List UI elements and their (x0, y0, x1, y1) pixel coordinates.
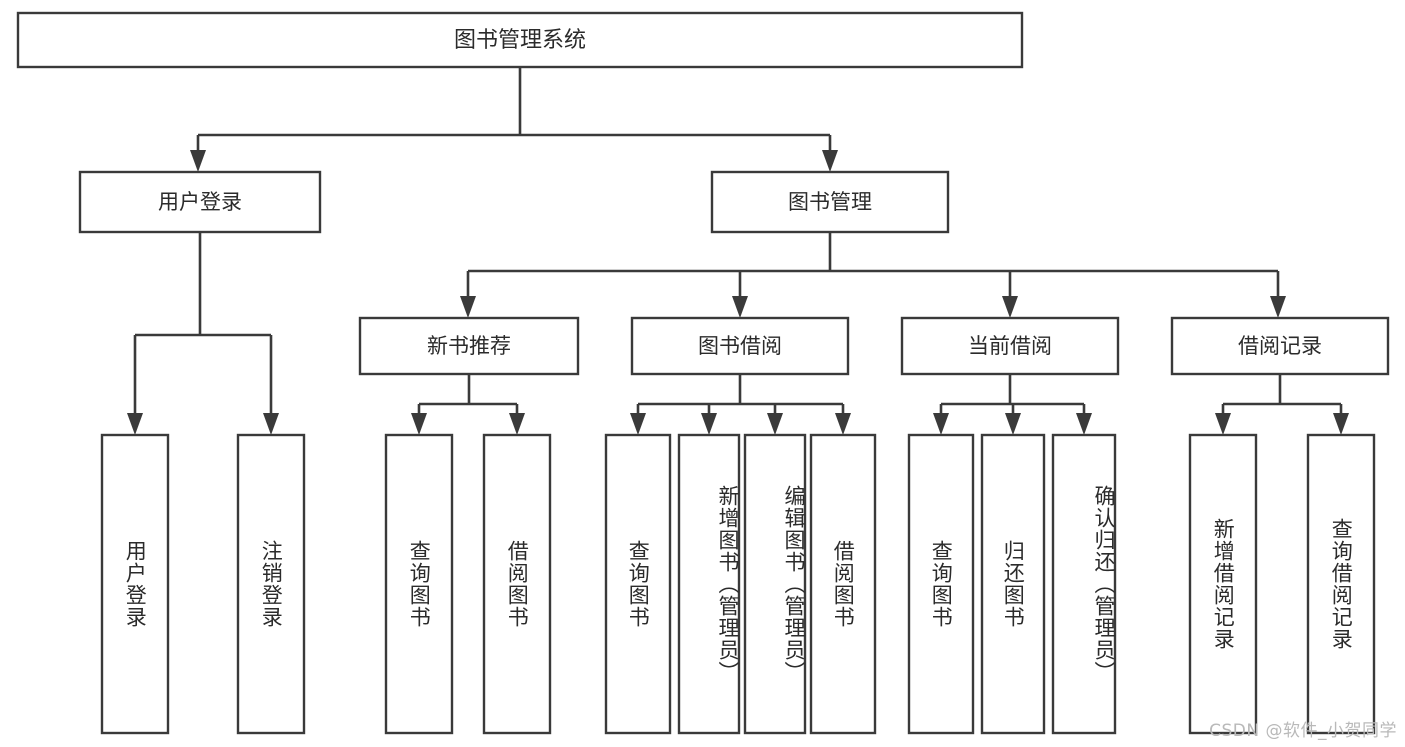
node-current-borrow-box[interactable] (900, 316, 1120, 376)
leaf-box-group (100, 433, 1376, 735)
arrowhead-leaf-query-book-1 (411, 413, 427, 435)
arrowhead-leaf-user-login (127, 413, 143, 435)
leaf-box-query-book-1[interactable] (384, 433, 454, 735)
node-user-login[interactable]: 用户登录 (78, 170, 322, 234)
leaf-box-borrow-book-1[interactable] (482, 433, 552, 735)
node-new-book-recommend[interactable]: 新书推荐 (358, 316, 580, 376)
leaf-box-query-book-2[interactable] (604, 433, 672, 735)
arrowhead-leaf-add-book (701, 413, 717, 435)
node-book-management-label: 图书管理 (788, 190, 872, 214)
leaf-box-borrow-book-2[interactable] (809, 433, 877, 735)
node-borrow-record[interactable]: 借阅记录 (1170, 316, 1390, 376)
node-current-borrow[interactable]: 当前借阅 (900, 316, 1120, 376)
node-book-borrow-box[interactable] (630, 316, 850, 376)
arrowhead-leaf-query-book-3 (933, 413, 949, 435)
node-book-borrow[interactable]: 图书借阅 (630, 316, 850, 376)
arrowhead-book-borrow (732, 296, 748, 318)
node-book-borrow-label: 图书借阅 (698, 334, 782, 358)
node-new-book-recommend-box[interactable] (358, 316, 580, 376)
node-borrow-record-box[interactable] (1170, 316, 1390, 376)
arrowhead-leaf-edit-book (767, 413, 783, 435)
arrowhead-user-login (190, 150, 206, 172)
leaf-box-return-book[interactable] (980, 433, 1046, 735)
node-borrow-record-label: 借阅记录 (1238, 334, 1322, 358)
leaf-box-confirm-return[interactable] (1051, 433, 1117, 735)
leaf-box-add-borrow-record[interactable] (1188, 433, 1258, 735)
node-new-book-recommend-label: 新书推荐 (427, 334, 511, 358)
leaf-box-query-borrow-record[interactable] (1306, 433, 1376, 735)
node-book-management[interactable]: 图书管理 (710, 170, 950, 234)
arrowhead-leaf-confirm-return (1076, 413, 1092, 435)
leaf-box-query-book-3[interactable] (907, 433, 975, 735)
arrowhead-group (127, 150, 1349, 435)
arrowhead-leaf-user-logout (263, 413, 279, 435)
arrowhead-borrow-record (1270, 296, 1286, 318)
arrowhead-current-borrow (1002, 296, 1018, 318)
arrowhead-leaf-return-book (1005, 413, 1021, 435)
leaf-box-user-logout[interactable] (236, 433, 306, 735)
leaf-box-edit-book[interactable] (743, 433, 807, 735)
arrowhead-leaf-query-borrow-record (1333, 413, 1349, 435)
node-user-login-label: 用户登录 (158, 190, 242, 214)
arrowhead-leaf-add-borrow-record (1215, 413, 1231, 435)
arrowhead-new-book (460, 296, 476, 318)
node-current-borrow-label: 当前借阅 (968, 334, 1052, 358)
node-user-login-box[interactable] (78, 170, 322, 234)
node-root-label: 图书管理系统 (454, 28, 586, 53)
arrowhead-book-management (822, 150, 838, 172)
leaf-box-add-book[interactable] (677, 433, 741, 735)
arrowhead-leaf-borrow-book-2 (835, 413, 851, 435)
arrowhead-leaf-query-book-2 (630, 413, 646, 435)
node-root[interactable]: 图书管理系统 (16, 11, 1024, 69)
arrowhead-leaf-borrow-book-1 (509, 413, 525, 435)
node-book-management-box[interactable] (710, 170, 950, 234)
node-root-box[interactable] (16, 11, 1024, 69)
leaf-box-user-login[interactable] (100, 433, 170, 735)
watermark-text: CSDN @软件_小贺同学 (1209, 721, 1397, 741)
